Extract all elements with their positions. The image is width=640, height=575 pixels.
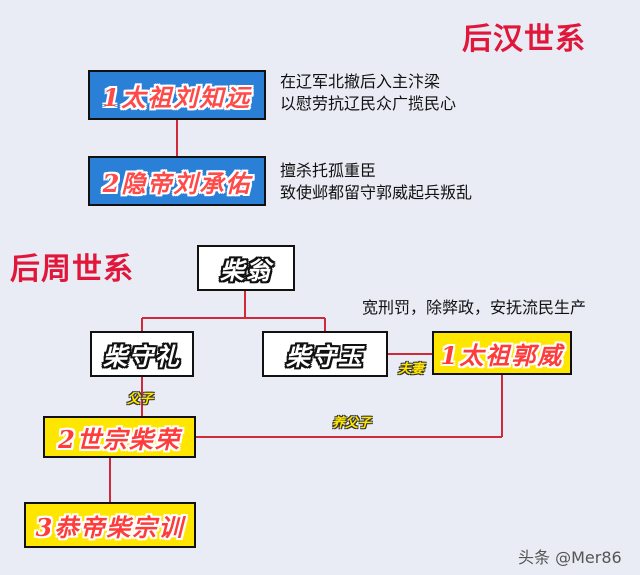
emperor-box-chai-rong: 2世宗柴荣 <box>43 416 196 458</box>
note-line: 以慰劳抗辽民众广揽民心 <box>280 94 457 113</box>
later-han-title: 后汉世系 <box>462 22 586 57</box>
note-liu-zhiyuan: 在辽军北撤后入主汴梁 以慰劳抗辽民众广揽民心 <box>280 71 456 115</box>
watermark: 头条 @Mer86 <box>518 548 622 567</box>
note-guo-wei: 宽刑罚，除弊政，安抚流民生产 <box>362 298 587 317</box>
son-box-chai-shouli: 柴守礼 <box>90 331 194 377</box>
note-line: 擅杀托孤重臣 <box>280 161 377 180</box>
later-zhou-title: 后周世系 <box>10 252 134 287</box>
emperor-box-chai-zongxun: 3恭帝柴宗训 <box>24 502 196 548</box>
emperor-box-guo-wei: 1太祖郭威 <box>432 331 572 375</box>
relation-father-son: 父子 <box>127 392 154 407</box>
note-liu-chengyou: 擅杀托孤重臣 致使邺都留守郭威起兵叛乱 <box>280 160 472 204</box>
note-line: 在辽军北撤后入主汴梁 <box>280 72 441 91</box>
ancestor-box-chai-weng: 柴翁 <box>197 245 295 291</box>
note-line: 致使邺都留守郭威起兵叛乱 <box>280 183 473 202</box>
son-box-chai-shouyu: 柴守玉 <box>262 331 388 377</box>
relation-husband-wife: 夫妻 <box>398 362 425 377</box>
relation-adoptive-father-son: 养父子 <box>332 416 372 431</box>
emperor-box-liu-zhiyuan: 1太祖刘知远 <box>88 70 266 120</box>
emperor-box-liu-chengyou: 2隐帝刘承佑 <box>88 156 266 206</box>
